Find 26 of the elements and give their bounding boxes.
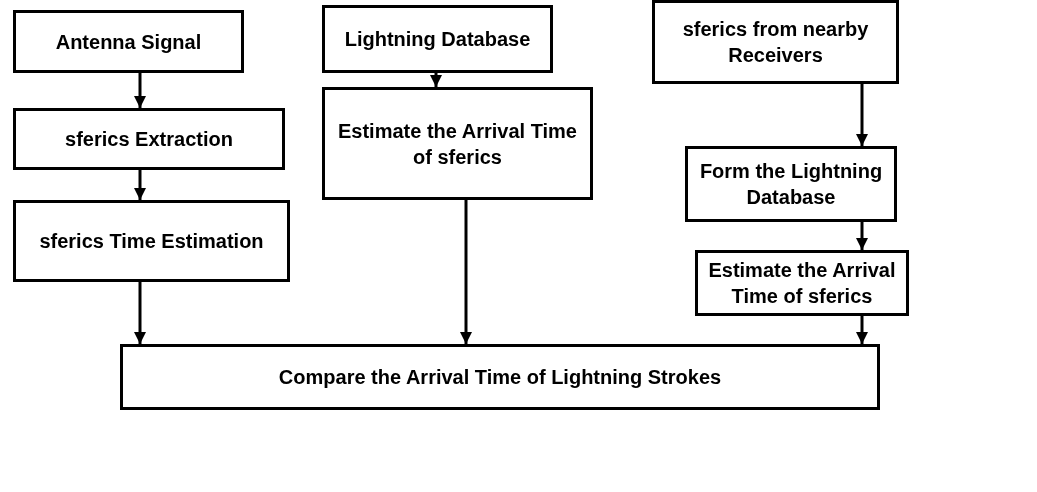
arrow [430, 73, 442, 87]
process-box [652, 0, 899, 84]
box-label: Antenna Signal [55, 29, 202, 55]
arrow [134, 73, 146, 108]
process-box [120, 344, 880, 410]
box-label: Compare the Arrival Time of Lightning Strokes [278, 365, 722, 390]
arrow [134, 170, 146, 200]
process-box [695, 250, 909, 316]
box-label: Estimate the Arrival Time of sferics [707, 258, 897, 309]
arrow [134, 282, 146, 344]
process-box [322, 87, 593, 200]
process-box [322, 5, 553, 73]
arrow [460, 200, 472, 344]
process-box [13, 10, 244, 73]
process-box [13, 200, 290, 282]
arrow [856, 84, 868, 146]
box-label: Estimate the Arrival Time of sferics [337, 118, 578, 170]
box-label: sferics Time Estimation [39, 229, 264, 254]
process-box [685, 146, 897, 222]
box-label: Form the Lightning Database [698, 159, 884, 210]
arrow [856, 222, 868, 250]
box-label: Lightning Database [344, 27, 531, 52]
process-box [13, 108, 285, 170]
box-label: sferics Extraction [65, 127, 233, 152]
arrow [856, 316, 868, 344]
box-label: sferics from nearby Receivers [681, 17, 870, 68]
